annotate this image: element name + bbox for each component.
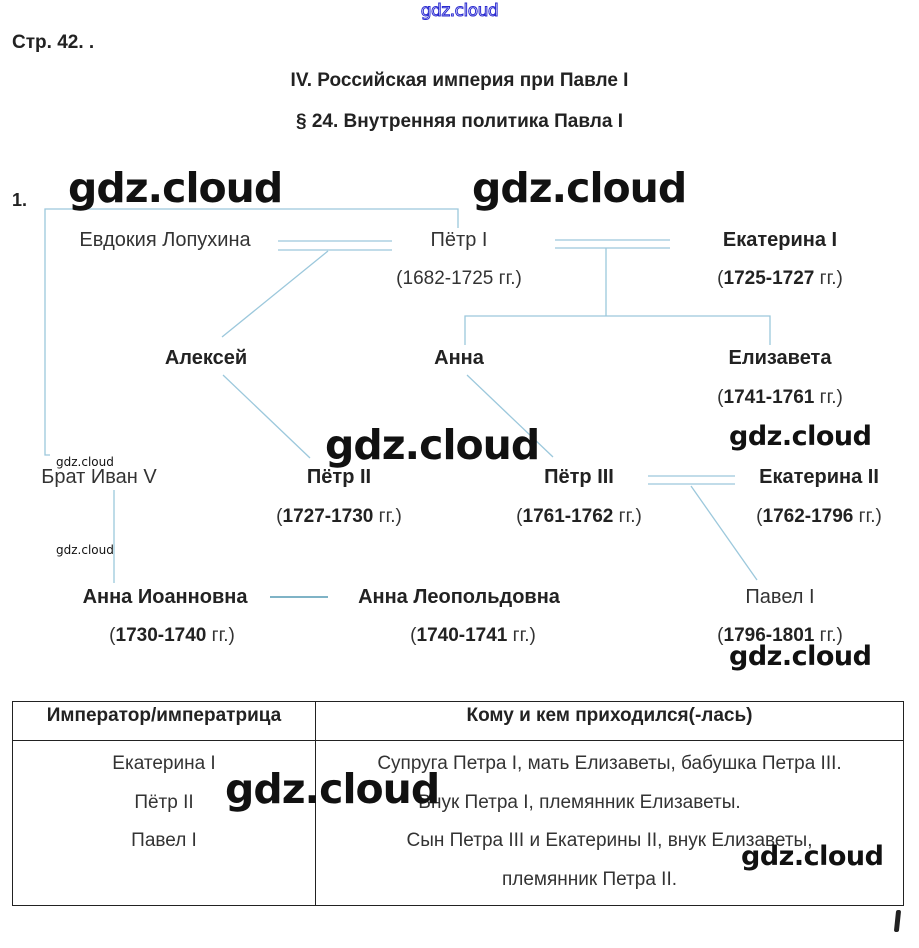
tree-node-peter3: Пётр III [544, 466, 614, 488]
border-gap [750, 897, 888, 905]
relation-text: племянник Петра II. [501, 868, 678, 890]
relation-text: Сын Петра III и Екатерины II, внук Елиза… [406, 830, 813, 851]
tree-node-anna: Анна [434, 347, 484, 369]
page-reference: Стр. 42. . [12, 32, 95, 53]
column-header-relation: Кому и кем приходился(-лась) [315, 701, 904, 741]
ruler-name: Павел I [131, 830, 197, 851]
tree-node-peter3-years: (1761-1762 гг.) [516, 506, 642, 527]
watermark: gdz.cloud [325, 421, 540, 469]
connector-ivan-to-peter1 [44, 208, 459, 456]
watermark: gdz.cloud [225, 765, 440, 813]
chapter-title: IV. Российская империя при Павле I [290, 70, 629, 91]
scan-mark [893, 910, 902, 932]
relation-cell: Супруга Петра I, мать Елизаветы, бабушка… [315, 740, 904, 906]
table-header-row: Император/императрица Кому и кем приходи… [12, 701, 904, 741]
watermark: gdz.cloud [56, 543, 114, 557]
family-tree-connectors [44, 208, 771, 598]
connector-evdokia-aleksey [221, 250, 329, 338]
ruler-cell: Екатерина I Пётр II Павел I [12, 740, 316, 906]
tree-node-ekaterina2: Екатерина II [759, 466, 879, 488]
connector-anna-peter3 [466, 374, 554, 458]
tree-node-peter2-years: (1727-1730 гг.) [276, 506, 402, 527]
tree-node-pavel1: Павел I [745, 586, 815, 608]
table-row: Екатерина I Пётр II Павел I Супруга Петр… [12, 740, 904, 906]
watermark: gdz.cloud [729, 421, 872, 452]
tree-node-aleksey: Алексей [164, 347, 248, 369]
watermark-top: gdz.cloud [420, 1, 499, 22]
watermark: gdz.cloud [68, 164, 283, 212]
watermark: gdz.cloud [729, 641, 872, 672]
tree-node-ekaterina1-years: (1725-1727 гг.) [717, 268, 843, 289]
tree-node-elizaveta-years: (1741-1761 гг.) [717, 387, 843, 408]
tree-node-anna-ioannovna: Анна Иоанновна [82, 586, 248, 608]
ruler-name: Пётр II [134, 791, 194, 813]
tree-node-anna-ioannovna-years: (1730-1740 гг.) [109, 625, 235, 646]
connector-children-bar [464, 315, 771, 345]
tree-node-peter1: Пётр I [430, 229, 488, 251]
relation-text: Внук Петра I, племянник Елизаветы. [418, 791, 741, 813]
watermark: gdz.cloud [741, 841, 884, 872]
tree-node-elizaveta: Елизавета [728, 347, 832, 369]
tree-node-peter2: Пётр II [306, 466, 372, 488]
watermark: gdz.cloud [472, 164, 687, 212]
tree-node-ekaterina2-years: (1762-1796 гг.) [756, 506, 882, 527]
tree-node-anna-leopoldovna-years: (1740-1741 гг.) [410, 625, 536, 646]
ruler-name: Екатерина I [112, 753, 216, 774]
tree-node-ivan5: Брат Иван V [41, 466, 157, 488]
tree-node-ekaterina1: Екатерина I [722, 229, 838, 251]
tree-node-peter1-years: (1682-1725 гг.) [396, 268, 522, 289]
relationships-table: Император/императрица Кому и кем приходи… [12, 701, 904, 906]
column-header-ruler: Император/императрица [12, 701, 316, 741]
relation-text: Супруга Петра I, мать Елизаветы, бабушка… [377, 753, 842, 774]
section-title: § 24. Внутренняя политика Павла I [296, 111, 623, 132]
tree-node-pavel1-years: (1796-1801 гг.) [717, 625, 843, 646]
connector-peter3-pavel1 [690, 485, 758, 581]
watermark: gdz.cloud [56, 455, 114, 469]
task-number: 1. [12, 190, 28, 210]
tree-node-evdokia: Евдокия Лопухина [79, 229, 251, 251]
tree-node-anna-leopoldovna: Анна Леопольдовна [358, 586, 560, 608]
connector-aleksey-peter2 [222, 374, 311, 459]
